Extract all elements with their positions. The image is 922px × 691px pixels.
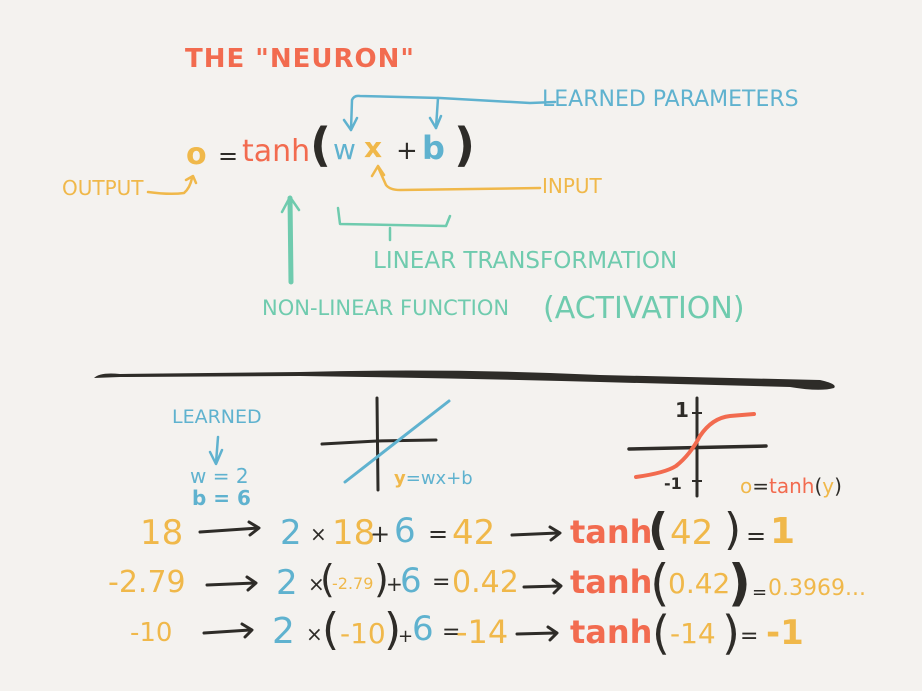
tanh-plot xyxy=(627,396,768,498)
section-divider xyxy=(94,370,835,390)
linear-transformation-label: LINEAR TRANSFORMATION xyxy=(373,248,678,274)
diagram-title: THE "NEURON" xyxy=(185,44,415,74)
linear-plot-label-y: y xyxy=(394,468,406,489)
output-connector xyxy=(146,176,194,196)
example-arg: 0.42 xyxy=(668,567,731,600)
tanh-tick-bottom: -1 xyxy=(664,474,682,493)
example-y: 42 xyxy=(452,513,496,553)
arrow-to-b-icon xyxy=(428,114,443,130)
example-fn: tanh xyxy=(570,613,653,651)
arrow-down-icon xyxy=(208,448,224,466)
tanh-tick-top: 1 xyxy=(675,398,689,422)
input-connector xyxy=(376,165,542,192)
arrow-right-icon xyxy=(522,584,562,589)
example-result: -1 xyxy=(766,613,804,653)
example-result-eq: = xyxy=(746,522,767,550)
x-axis xyxy=(320,438,438,446)
example-eq: = xyxy=(432,570,451,595)
input-label: INPUT xyxy=(542,174,602,198)
arrow-to-w-icon xyxy=(342,116,359,132)
arrow-to-output-icon xyxy=(184,174,198,185)
formula-weight: w xyxy=(333,133,356,166)
arrow-right-icon xyxy=(515,631,557,636)
learned-parameters-label: LEARNED PARAMETERS xyxy=(542,87,799,112)
tanh-plot-label: o=tanh(y) xyxy=(740,474,842,498)
linear-plot-label: y=wx+b xyxy=(394,470,473,488)
formula-function: tanh xyxy=(242,134,311,169)
tanh-label-fn: tanh xyxy=(769,474,815,498)
example-b: 6 xyxy=(394,511,416,551)
tanh-label-o: o xyxy=(740,474,753,498)
learned-b-value: b = 6 xyxy=(192,486,251,510)
tanh-label-arg: y xyxy=(822,474,835,498)
formula-plus: + xyxy=(396,136,418,166)
example-eq: = xyxy=(428,520,449,548)
linear-transformation-bracket xyxy=(336,206,452,228)
example-plus: + xyxy=(398,626,414,647)
example-input: 18 xyxy=(140,513,184,553)
linear-plot xyxy=(320,396,451,492)
example-w: 2 xyxy=(280,513,302,553)
arrow-to-x-icon xyxy=(370,164,386,178)
example-b: 6 xyxy=(412,609,434,649)
example-x: -10 xyxy=(340,617,386,650)
tanh-curve xyxy=(634,412,756,479)
example-result: 1 xyxy=(770,511,796,552)
example-result: 0.3969... xyxy=(768,576,866,601)
activation-label: (ACTIVATION) xyxy=(543,291,745,326)
example-fn: tanh xyxy=(570,513,653,551)
linear-line xyxy=(343,399,451,484)
example-fn: tanh xyxy=(570,563,653,601)
formula-equals: = xyxy=(218,142,239,170)
formula-bias: b xyxy=(422,129,445,167)
example-x: 18 xyxy=(332,513,376,553)
non-linear-function-label: NON-LINEAR FUNCTION xyxy=(262,296,510,320)
example-y: 0.42 xyxy=(452,565,519,600)
formula-input: x xyxy=(364,131,383,164)
tanh-label-eq: = xyxy=(752,474,770,498)
formula-close-paren: ) xyxy=(454,118,476,172)
arrow-to-tanh-icon xyxy=(280,195,301,214)
example-times: × xyxy=(308,572,325,596)
example-y: -14 xyxy=(456,613,509,651)
example-x: -2.79 xyxy=(332,574,374,593)
output-label: OUTPUT xyxy=(62,176,144,200)
formula-output: o xyxy=(186,137,207,172)
example-result-eq: = xyxy=(740,624,759,649)
example-arg: -14 xyxy=(670,617,716,650)
linear-plot-label-rest: =wx+b xyxy=(405,468,473,489)
learned-label: LEARNED xyxy=(172,406,262,428)
example-arg: 42 xyxy=(670,513,714,553)
example-plus: + xyxy=(370,520,391,548)
example-eq: = xyxy=(442,620,461,645)
x-axis xyxy=(627,444,768,451)
example-result-eq: = xyxy=(752,582,768,603)
activation-connector xyxy=(287,195,294,285)
example-input: -10 xyxy=(130,618,173,648)
learned-parameters-connector xyxy=(349,94,557,132)
example-times: × xyxy=(306,622,323,646)
example-input: -2.79 xyxy=(108,565,186,600)
arrow-right-icon xyxy=(198,526,260,534)
formula-open-paren: ( xyxy=(310,118,332,172)
arrow-right-icon xyxy=(205,581,257,587)
learned-w-value: w = 2 xyxy=(190,464,249,488)
y-axis xyxy=(375,396,380,492)
arrow-right-icon xyxy=(510,531,560,537)
example-times: × xyxy=(310,522,327,546)
example-w: 2 xyxy=(276,563,298,603)
example-plus: + xyxy=(386,572,403,596)
example-w: 2 xyxy=(272,611,295,652)
example-b: 6 xyxy=(400,561,422,601)
arrow-right-icon xyxy=(202,628,252,635)
